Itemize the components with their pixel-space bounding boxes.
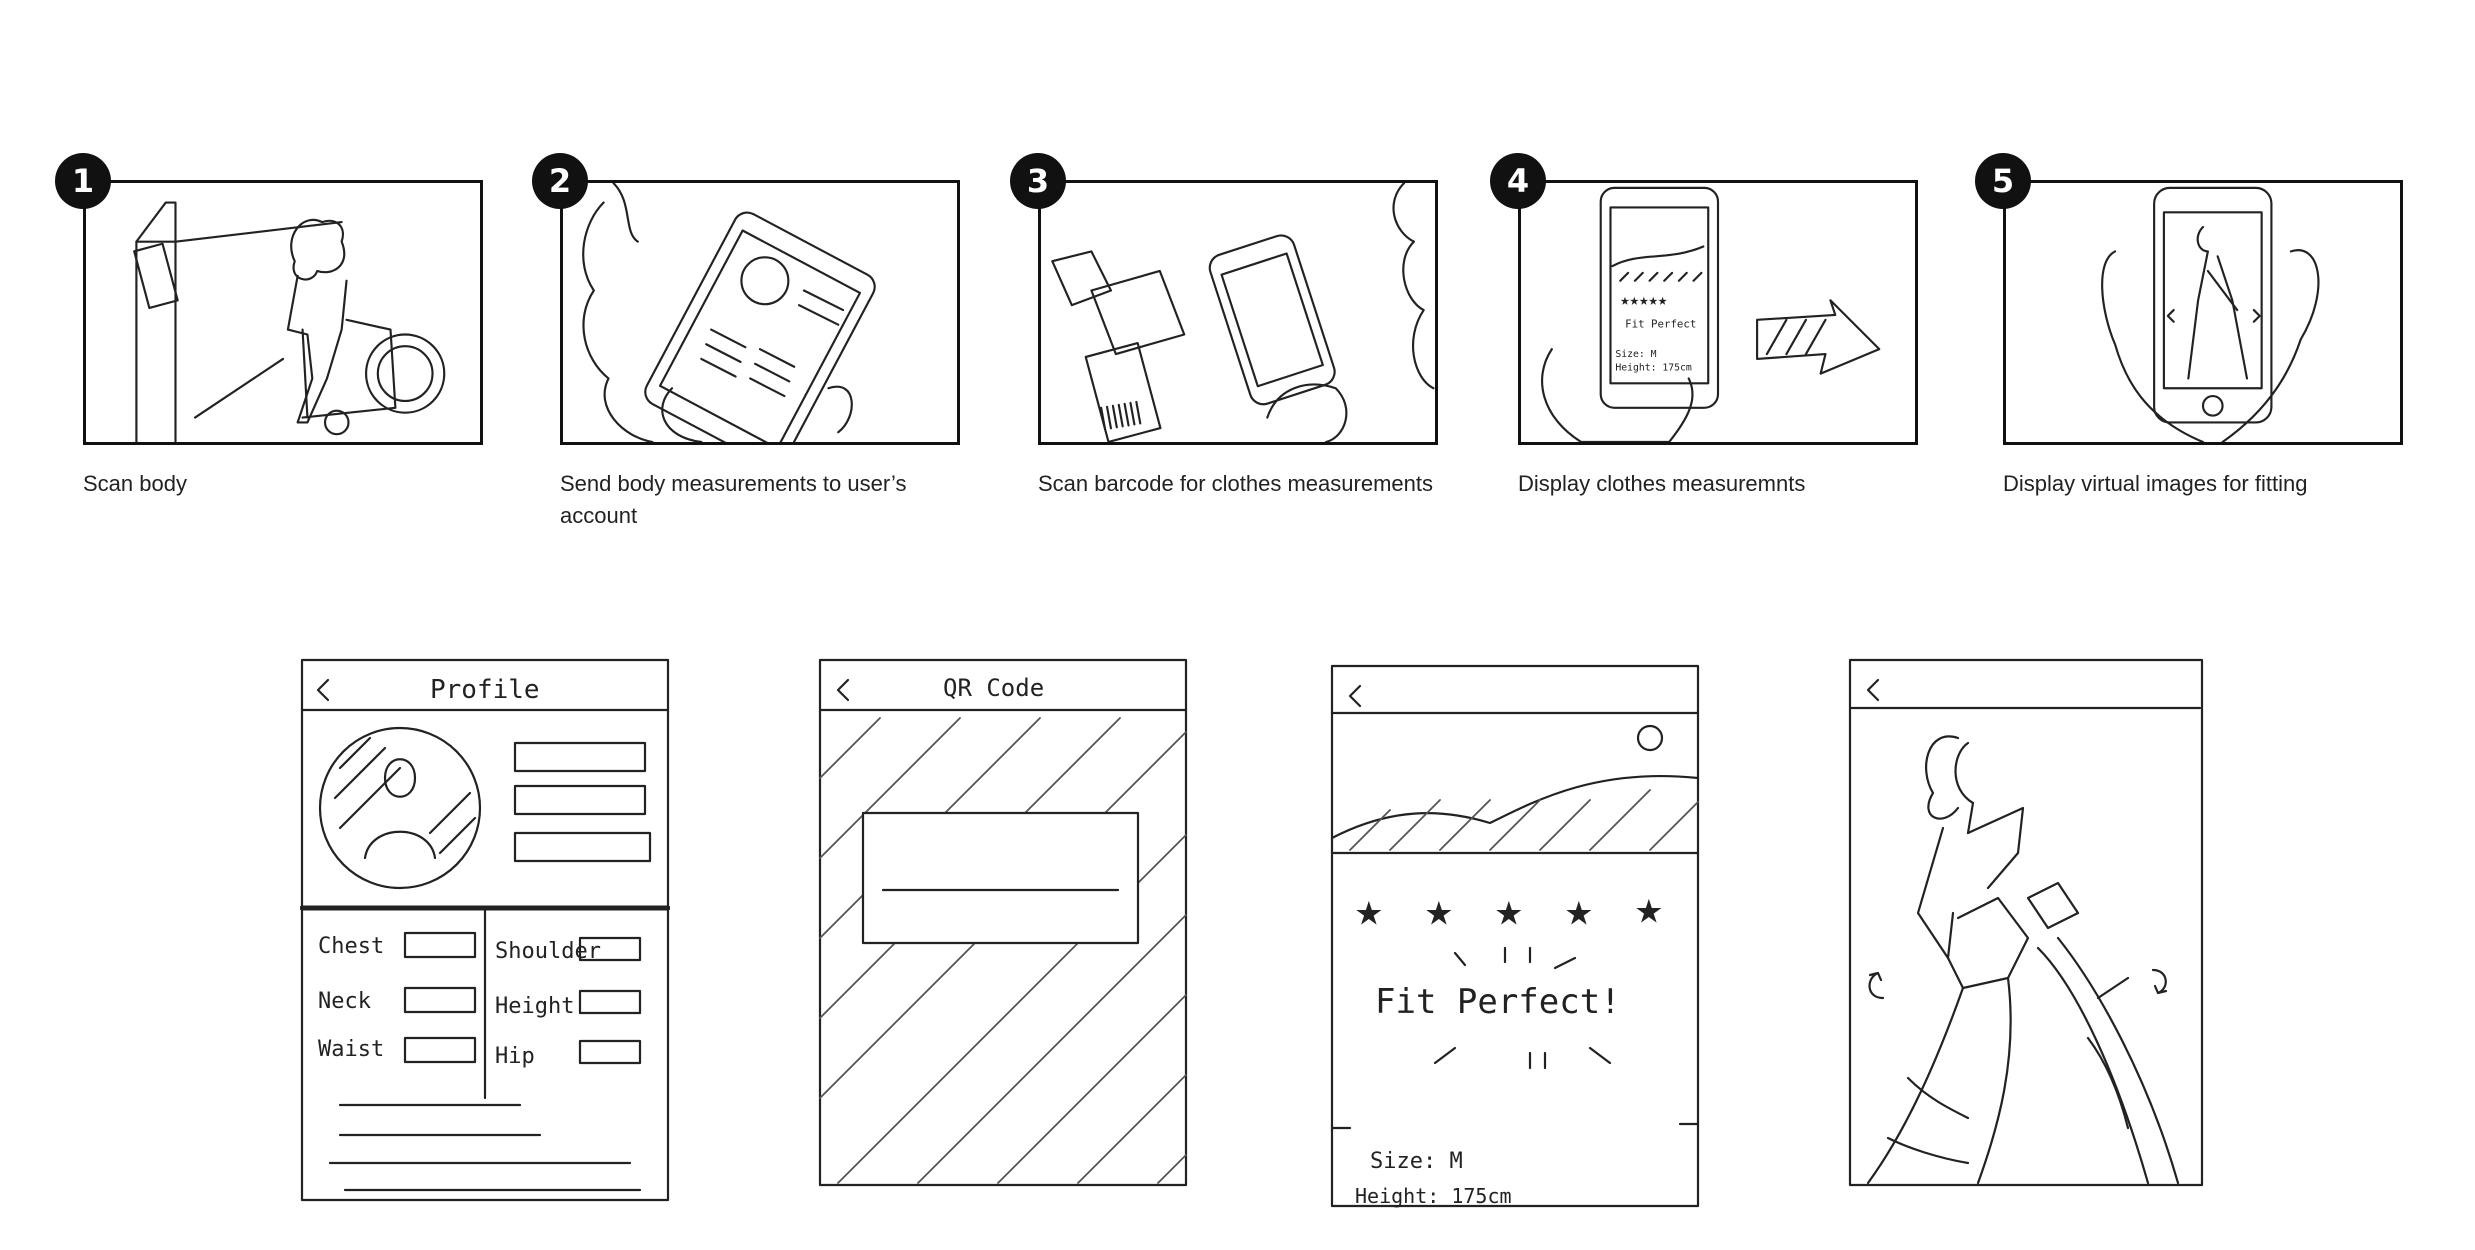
field-label-chest: Chest: [318, 934, 384, 959]
svg-text:Height: 175cm: Height: 175cm: [1615, 363, 1692, 374]
qr-title: QR Code: [943, 674, 1044, 702]
star-icon: ★: [1495, 882, 1523, 936]
storyboard-panel-4: ★★★★★ Fit Perfect Size: M Height: 175cm: [1518, 180, 1918, 445]
field-label-waist: Waist: [318, 1037, 384, 1062]
phone-rating-sketch: ★★★★★ Fit Perfect Size: M Height: 175cm: [1541, 186, 1881, 442]
step-number-badge: 1: [55, 153, 111, 209]
step-number-badge: 4: [1490, 153, 1546, 209]
scan-body-sketch: [133, 201, 446, 442]
phone-profile-sketch: [582, 183, 876, 442]
svg-text:Size: M: Size: M: [1615, 349, 1656, 360]
star-icon: ★: [1565, 882, 1593, 936]
storyboard-panel-1: [83, 180, 483, 445]
star-icon: ★: [1425, 882, 1453, 936]
barcode-scan-sketch: [1051, 183, 1435, 442]
rotate-arrow-icon[interactable]: [1868, 971, 1885, 1000]
star-icon: ★: [1635, 880, 1663, 934]
wireframe-fit-result: ★ ★ ★ ★ ★ Fit Perfect! Size: M Height: 1…: [1330, 658, 1700, 1213]
field-label-neck: Neck: [318, 989, 371, 1014]
step-caption: Send body measurements to user’s account: [560, 471, 907, 528]
step-caption: Scan body: [83, 471, 187, 496]
step-caption: Scan barcode for clothes measurements: [1038, 471, 1433, 496]
step-caption: Display virtual images for fitting: [2003, 471, 2308, 496]
field-label-shoulder: Shoulder: [495, 939, 601, 964]
field-label-height: Height: [495, 994, 574, 1019]
step-caption: Display clothes measuremnts: [1518, 471, 1806, 496]
back-chevron-icon[interactable]: [836, 678, 850, 702]
wireframe-qr-code: QR Code: [818, 658, 1188, 1213]
svg-text:Fit Perfect: Fit Perfect: [1625, 318, 1696, 331]
phone-virtual-fitting-sketch: [2101, 186, 2320, 442]
step-number-badge: 5: [1975, 153, 2031, 209]
svg-text:★★★★★: ★★★★★: [1620, 290, 1667, 309]
step-number-badge: 2: [532, 153, 588, 209]
wireframe-profile: Profile Chest Shoulder Neck Height Waist…: [299, 658, 671, 1213]
storyboard-panel-2: [560, 180, 960, 445]
wireframe-virtual-fitting: [1848, 658, 2218, 1213]
profile-title: Profile: [430, 675, 540, 705]
star-icon: ★: [1355, 882, 1383, 936]
storyboard-panel-5: [2003, 180, 2403, 445]
field-label-hip: Hip: [495, 1044, 535, 1069]
step-number-badge: 3: [1010, 153, 1066, 209]
fit-message: Fit Perfect!: [1375, 982, 1621, 1022]
size-line: Size: M: [1370, 1149, 1463, 1174]
height-line: Height: 175cm: [1355, 1184, 1512, 1208]
storyboard-panel-3: [1038, 180, 1438, 445]
back-chevron-icon[interactable]: [1866, 678, 1880, 702]
rotate-arrow-icon[interactable]: [2151, 968, 2168, 995]
back-chevron-icon[interactable]: [316, 678, 330, 702]
back-chevron-icon[interactable]: [1348, 684, 1362, 708]
